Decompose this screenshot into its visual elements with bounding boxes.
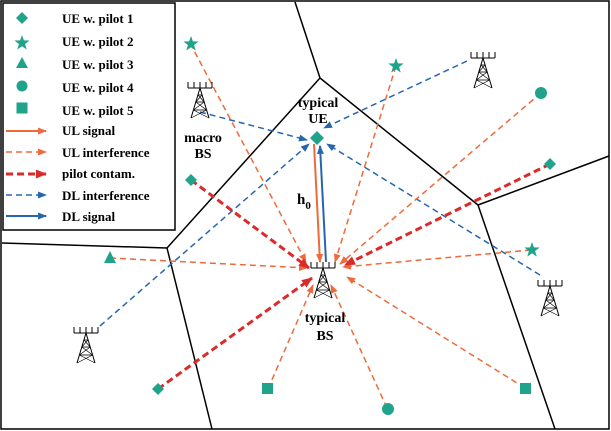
bs-tower-icon (537, 279, 563, 317)
dl-signal-link (316, 145, 327, 263)
macro-bs-label-line2: BS (194, 147, 211, 162)
dl-interference-links (99, 60, 541, 327)
legend-circle-icon (16, 80, 28, 92)
legend-item-pilot-2: UE w. pilot 2 (14, 34, 134, 50)
legend-item-ul-interference: UL interference (6, 145, 150, 160)
legend-item-pilot-3: UE w. pilot 3 (16, 57, 134, 72)
legend-item-pilot-4: UE w. pilot 4 (16, 80, 134, 95)
legend-triangle-icon (16, 57, 28, 68)
ue-circle-icon (382, 403, 394, 415)
ue-markers (104, 36, 556, 415)
legend-item-dl-interference: DL interference (6, 188, 150, 203)
legend-label: UL interference (62, 145, 150, 160)
ue-triangle-icon (104, 251, 116, 263)
ue-diamond-icon (544, 158, 556, 170)
ue-circle-icon (535, 87, 547, 99)
ul-interference-links (109, 42, 542, 409)
typical-ue-label-line2: UE (308, 112, 327, 127)
typical-bs-label-line1: typical (305, 311, 346, 326)
typical-ue-diamond-icon (310, 131, 324, 145)
channel-h0-main: h (297, 192, 306, 208)
legend-label: DL signal (62, 209, 115, 224)
bs-tower-icon (73, 326, 99, 364)
legend-item-pilot-5: UE w. pilot 5 (16, 102, 134, 118)
legend: UE w. pilot 1 UE w. pilot 2 UE w. pilot … (6, 11, 150, 224)
legend-item-dl-signal: DL signal (6, 209, 115, 224)
pilot-contamination-links (157, 162, 551, 391)
legend-item-ul-signal: UL signal (6, 123, 115, 138)
ul-signal-link (313, 143, 324, 263)
ue-square-icon (520, 383, 531, 394)
channel-h0-label: h0 (297, 192, 311, 212)
ue-star-icon (524, 242, 540, 257)
channel-h0-sub: 0 (305, 200, 311, 212)
typical-bs-label-line2: BS (316, 329, 333, 344)
typical-bs-tower-icon (310, 261, 336, 299)
legend-label: UE w. pilot 4 (62, 80, 134, 95)
legend-item-pilot-contam: pilot contam. (6, 166, 135, 181)
ue-star-icon (183, 36, 199, 51)
legend-label: UE w. pilot 3 (62, 57, 134, 72)
legend-label: UE w. pilot 5 (62, 103, 134, 118)
legend-label: UL signal (62, 123, 115, 138)
macro-bs-label-line1: macro (184, 131, 222, 146)
legend-label: DL interference (62, 188, 150, 203)
legend-label: UE w. pilot 2 (62, 34, 134, 49)
legend-item-pilot-1: UE w. pilot 1 (16, 11, 134, 26)
legend-diamond-icon (16, 12, 28, 24)
legend-label: UE w. pilot 1 (62, 11, 134, 26)
legend-box (2, 2, 176, 231)
ue-square-icon (262, 383, 273, 394)
typical-ue-label-line1: typical (298, 96, 339, 111)
ue-diamond-icon (152, 383, 164, 395)
ue-star-icon (388, 58, 404, 73)
legend-star-icon (14, 35, 30, 50)
legend-label: pilot contam. (62, 166, 135, 181)
bs-tower-icon (470, 51, 496, 89)
ue-diamond-icon (185, 174, 197, 186)
legend-square-icon (16, 102, 28, 114)
